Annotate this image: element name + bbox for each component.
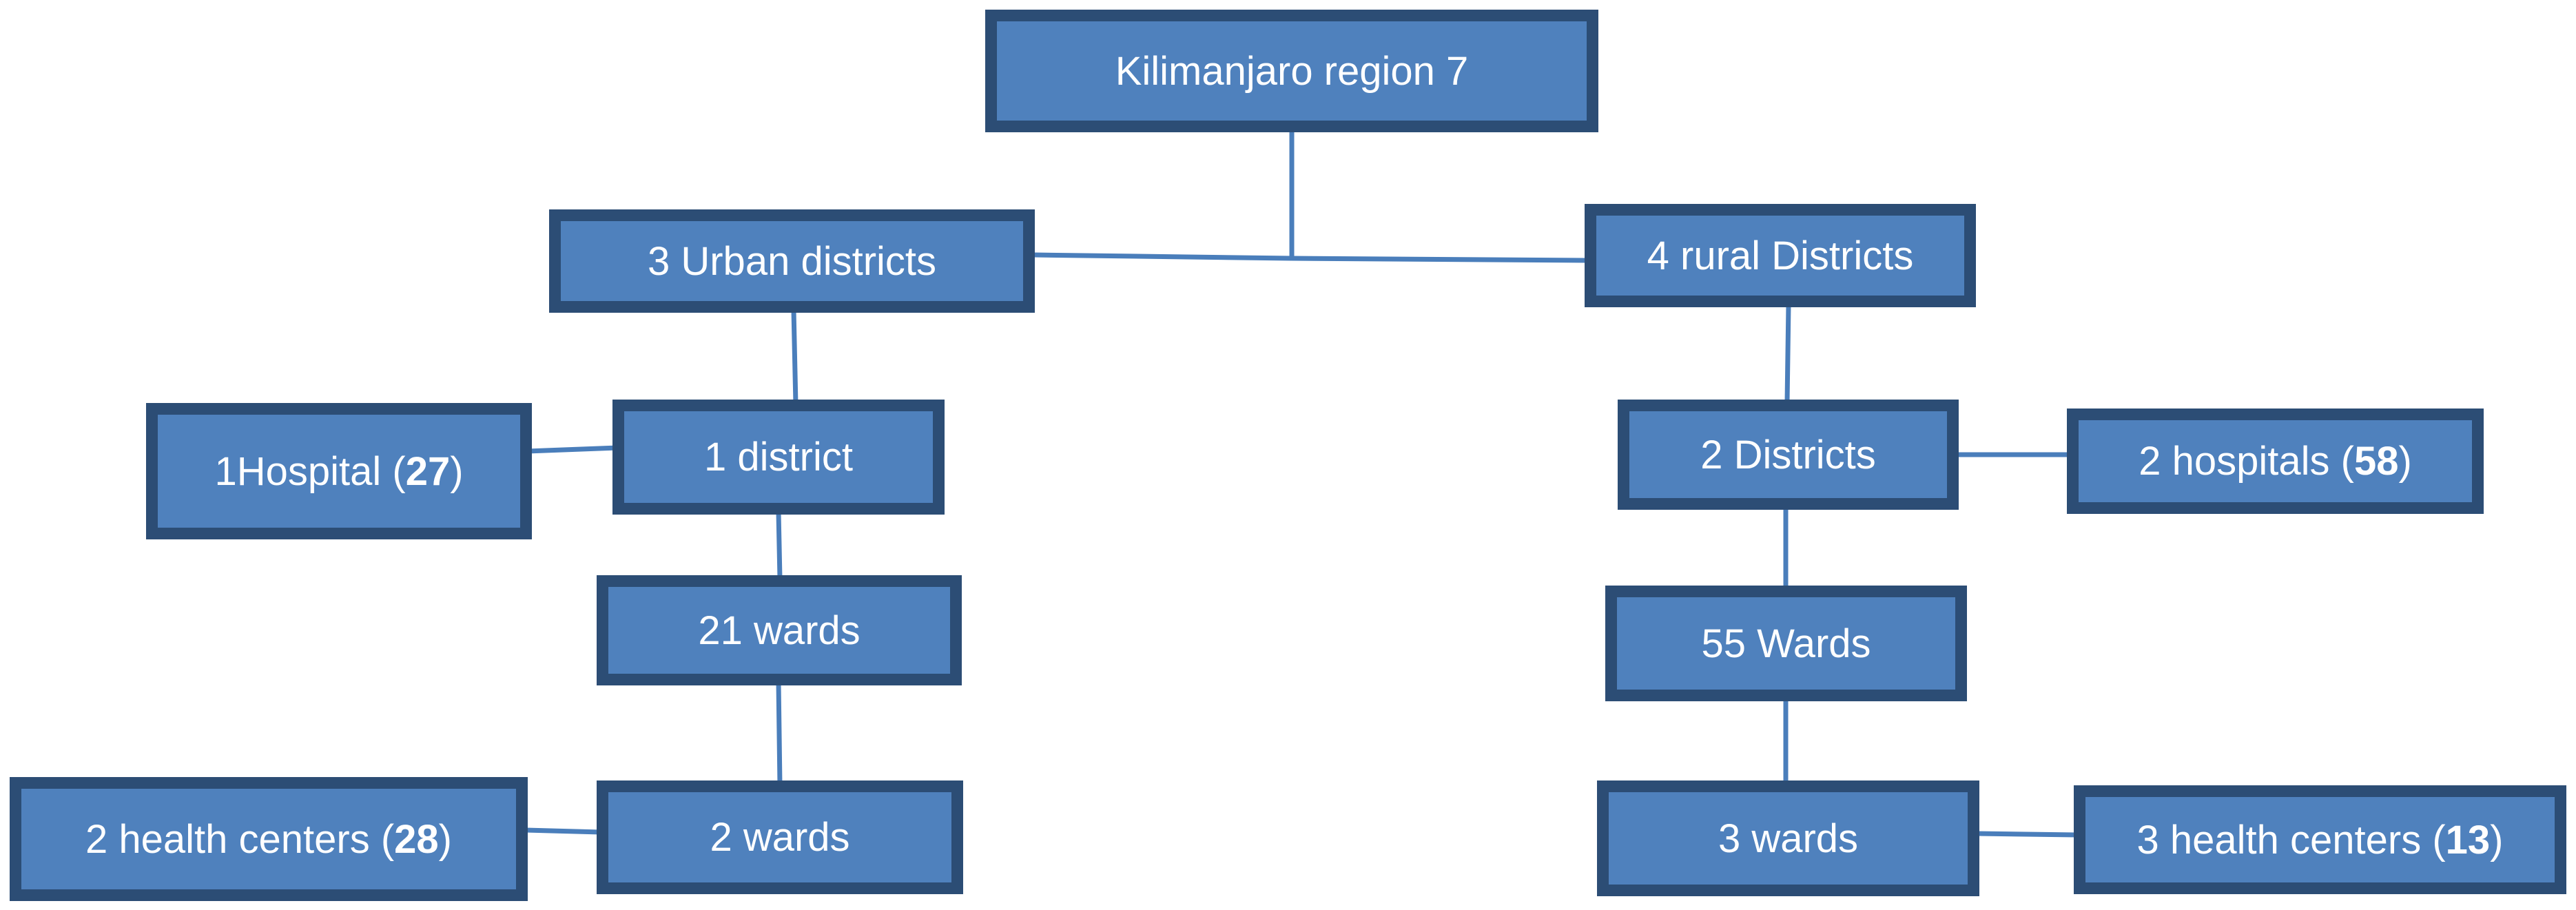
rural-districts-sub-label: 2 Districts — [1700, 432, 1876, 477]
rural-hospitals-box: 2 hospitals (58) — [2067, 409, 2484, 514]
urban-subwards-box: 2 wards — [597, 780, 963, 894]
rural-districts-sub-box: 2 Districts — [1618, 400, 1959, 510]
rural-hospitals-label: 2 hospitals (58) — [2139, 438, 2412, 484]
rural-districts-label: 4 rural Districts — [1647, 233, 1914, 278]
region-box: Kilimanjaro region 7 — [985, 10, 1598, 132]
urban-wards-box: 21 wards — [597, 575, 962, 685]
urban-health-centers-label: 2 health centers (28) — [85, 816, 452, 862]
urban-hospital-label: 1Hospital (27) — [214, 448, 463, 495]
urban-districts-label: 3 Urban districts — [647, 238, 937, 284]
urban-district-label: 1 district — [704, 435, 853, 479]
urban-hospital-box: 1Hospital (27) — [146, 403, 532, 539]
urban-hospital-count: 27 — [405, 448, 451, 494]
urban-hospital-text: 1Hospital ( — [214, 448, 406, 494]
connector-root-to-rural — [1291, 256, 1587, 263]
rural-hospitals-text: 2 hospitals ( — [2139, 439, 2354, 484]
urban-wards-label: 21 wards — [698, 608, 861, 653]
rural-health-centers-close: ) — [2490, 817, 2504, 862]
urban-hospital-close: ) — [450, 448, 464, 494]
connector-subwards-to-healthcenters — [525, 827, 601, 835]
rural-health-centers-box: 3 health centers (13) — [2074, 785, 2566, 894]
rural-districts-box: 4 rural Districts — [1585, 204, 1976, 307]
urban-subwards-label: 2 wards — [710, 815, 850, 860]
rural-health-centers-text: 3 health centers ( — [2136, 817, 2446, 862]
urban-health-centers-box: 2 health centers (28) — [10, 777, 528, 901]
connector-wards-to-subwards — [776, 681, 783, 786]
rural-subwards-label: 3 wards — [1718, 816, 1859, 861]
connector-rural-to-districts — [1784, 304, 1791, 403]
connector-district-to-wards — [776, 511, 783, 579]
rural-wards-box: 55 Wards — [1605, 586, 1967, 701]
connector-root-to-urban — [1033, 252, 1292, 261]
rural-hospitals-count: 58 — [2353, 439, 2399, 484]
rural-hospitals-close: ) — [2398, 439, 2412, 484]
urban-health-centers-text: 2 health centers ( — [85, 816, 395, 862]
rural-health-centers-count: 13 — [2445, 817, 2491, 862]
connector-urban-to-district — [791, 309, 798, 405]
connector-district-to-hospital — [526, 445, 617, 454]
rural-subwards-box: 3 wards — [1597, 780, 1979, 896]
region-label: Kilimanjaro region 7 — [1115, 48, 1469, 94]
urban-district-box: 1 district — [612, 400, 945, 515]
urban-health-centers-count: 28 — [394, 816, 439, 862]
urban-health-centers-close: ) — [438, 816, 452, 862]
connector-subwards-to-healthcenters-rural — [1976, 831, 2078, 838]
rural-health-centers-label: 3 health centers (13) — [2137, 817, 2504, 863]
rural-wards-label: 55 Wards — [1701, 621, 1871, 666]
urban-districts-box: 3 Urban districts — [549, 209, 1035, 313]
